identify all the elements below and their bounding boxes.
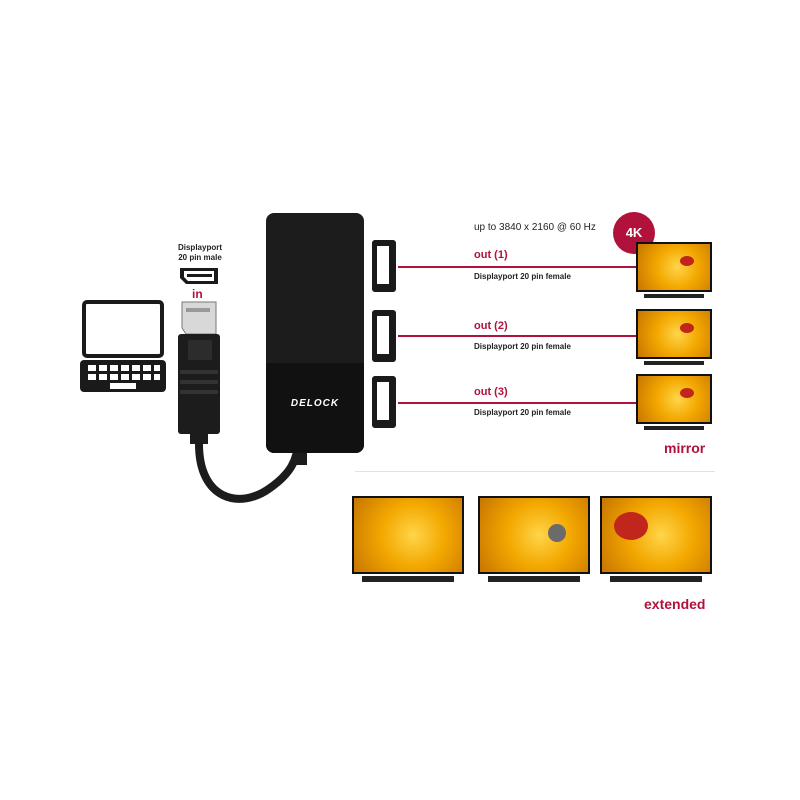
- output-line-3: [398, 402, 638, 404]
- output-title-1: out (1): [474, 249, 508, 261]
- extended-monitor-2: [478, 496, 590, 588]
- output-desc-1: Displayport 20 pin female: [474, 272, 571, 281]
- extended-monitor-1: [352, 496, 464, 588]
- mirror-monitor-2: [636, 309, 712, 371]
- output-desc-3: Displayport 20 pin female: [474, 408, 571, 417]
- mirror-monitor-3: [636, 374, 712, 436]
- section-divider: [355, 471, 715, 472]
- output-desc-2: Displayport 20 pin female: [474, 342, 571, 351]
- input-port-label: Displayport 20 pin male: [176, 243, 224, 263]
- extended-label: extended: [644, 596, 706, 612]
- laptop-icon: [80, 300, 166, 392]
- input-direction-label: in: [192, 287, 203, 301]
- ladybug-image: [680, 388, 694, 398]
- output-line-1: [398, 266, 638, 268]
- resolution-text: up to 3840 x 2160 @ 60 Hz: [474, 222, 596, 233]
- ladybug-image: [548, 524, 566, 542]
- output-title-3: out (3): [474, 386, 508, 398]
- ladybug-image: [680, 256, 694, 266]
- output-port-2: [372, 310, 396, 362]
- mirror-label: mirror: [664, 440, 706, 456]
- extended-monitor-3: [600, 496, 712, 588]
- device-lower-panel: [266, 363, 364, 453]
- input-label-line1: Displayport: [177, 243, 222, 252]
- ladybug-image: [614, 512, 648, 540]
- output-title-2: out (2): [474, 320, 508, 332]
- hub-device: DELOCK: [266, 213, 364, 453]
- brand-logo: DELOCK: [290, 398, 340, 409]
- ladybug-image: [680, 323, 694, 333]
- output-port-1: [372, 240, 396, 292]
- device-cable-strain: [293, 453, 307, 465]
- output-line-2: [398, 335, 638, 337]
- input-label-line2: 20 pin male: [178, 253, 222, 262]
- output-port-3: [372, 376, 396, 428]
- mirror-monitor-1: [636, 242, 712, 304]
- displayport-icon: [180, 268, 218, 284]
